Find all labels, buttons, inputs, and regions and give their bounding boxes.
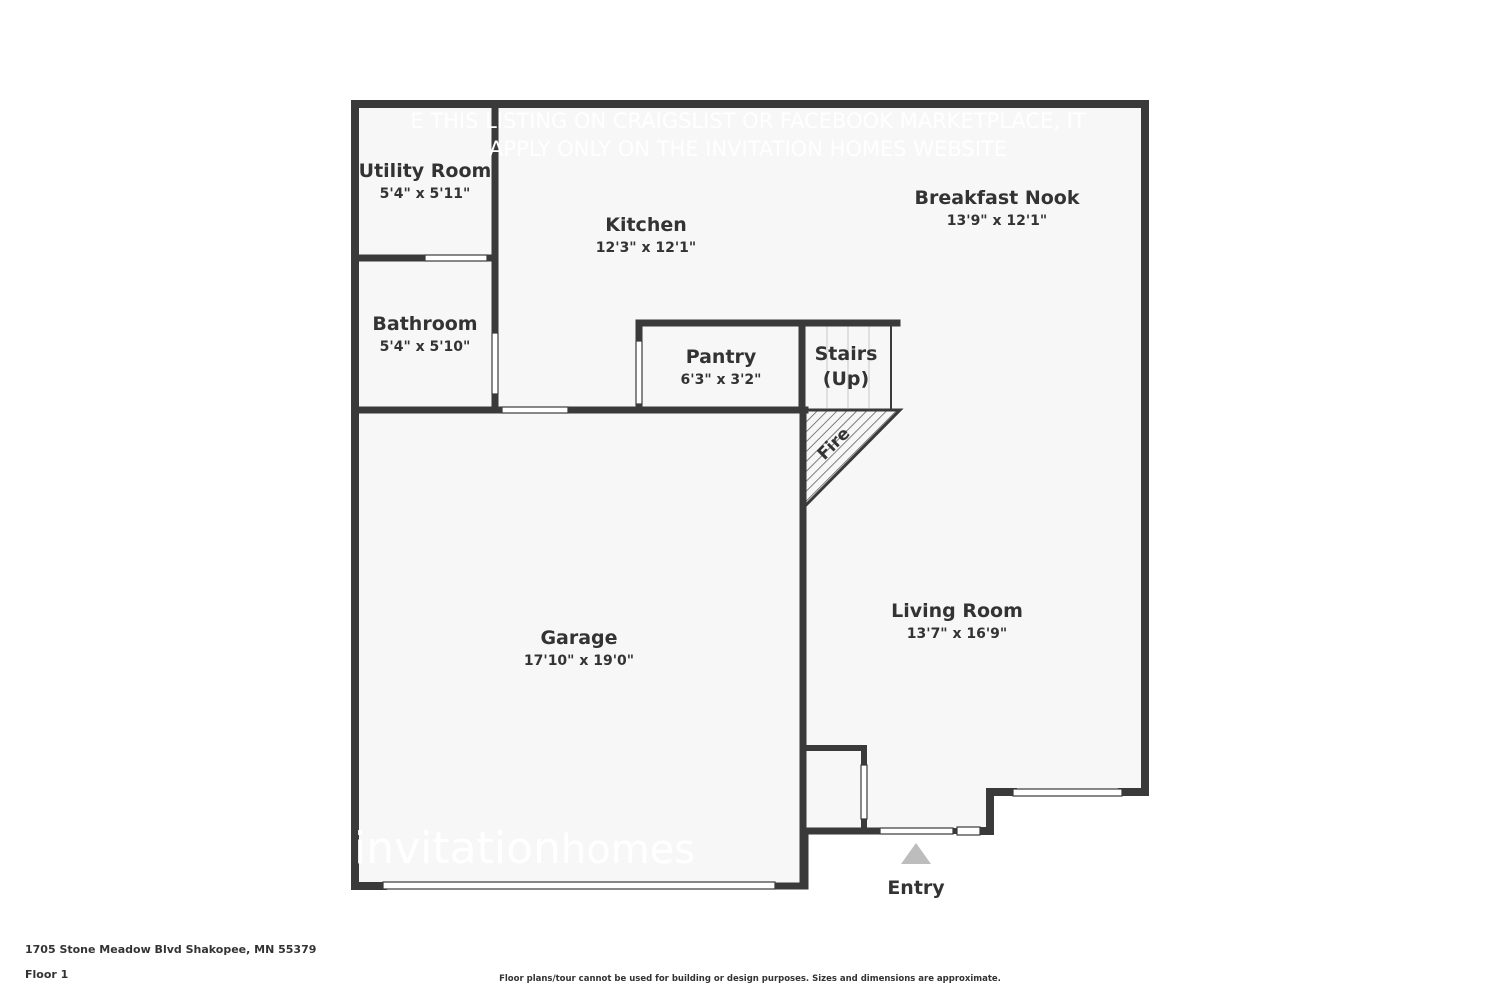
pantry-dims: 6'3" x 3'2": [681, 372, 762, 388]
pantry-name: Pantry: [686, 346, 757, 368]
floor-area: [355, 104, 1145, 886]
stair-treads: [826, 325, 870, 408]
disclaimer: Floor plans/tour cannot be used for buil…: [499, 974, 1001, 984]
kitchen-dims: 12'3" x 12'1": [596, 240, 696, 256]
entry-label: Entry: [887, 877, 945, 899]
utility-room-dims: 5'4" x 5'11": [380, 186, 471, 202]
brand-watermark: invitationhomes: [354, 823, 695, 874]
window-openings: [382, 254, 1123, 890]
stairs-label-line-1: Stairs: [815, 343, 878, 365]
garage-name: Garage: [540, 627, 617, 649]
breakfast-nook-dims: 13'9" x 12'1": [947, 213, 1047, 229]
watermark-line-2: APPLY ONLY ON THE INVITATION HOMES WEBSI…: [489, 137, 1007, 161]
floor-label: Floor 1: [25, 968, 69, 981]
watermark-line-1: E THIS LISTING ON CRAIGSLIST OR FACEBOOK…: [410, 109, 1086, 133]
property-address: 1705 Stone Meadow Blvd Shakopee, MN 5537…: [25, 943, 317, 956]
brand-watermark-part-1: invitation: [354, 823, 561, 874]
living-room-name: Living Room: [891, 600, 1023, 622]
kitchen-name: Kitchen: [605, 214, 687, 236]
walls: [351, 100, 1149, 890]
bathroom-name: Bathroom: [372, 313, 477, 335]
brand-watermark-part-2: homes: [561, 827, 695, 873]
living-room-dims: 13'7" x 16'9": [907, 626, 1007, 642]
bathroom-dims: 5'4" x 5'10": [380, 339, 471, 355]
utility-room-name: Utility Room: [359, 160, 492, 182]
garage-dims: 17'10" x 19'0": [524, 653, 634, 669]
stairs-label-line-2: (Up): [823, 368, 869, 390]
entry-arrow-icon: [901, 843, 931, 864]
breakfast-nook-name: Breakfast Nook: [915, 187, 1080, 209]
